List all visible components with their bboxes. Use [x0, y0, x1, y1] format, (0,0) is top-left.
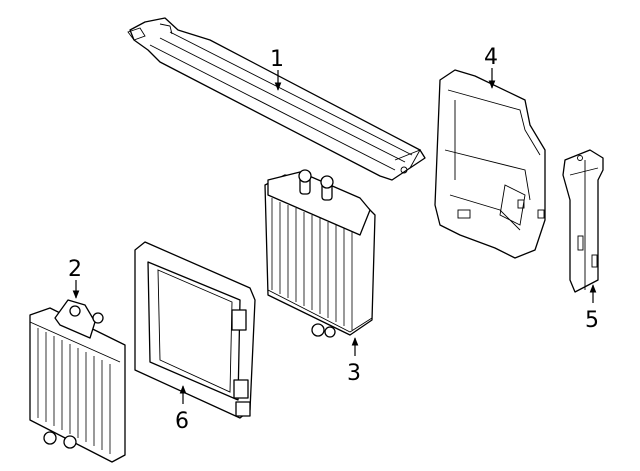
part-1-support-bar [127, 17, 426, 181]
callout-label-6: 6 [175, 409, 189, 434]
part-3-aux-radiator [264, 169, 376, 338]
callout-label-4: 4 [484, 45, 498, 70]
part-6-frame [134, 241, 256, 419]
callout-label-1: 1 [270, 47, 284, 72]
callout-1: 1 [270, 47, 284, 91]
callout-6: 6 [175, 385, 189, 434]
callout-2: 2 [68, 257, 82, 299]
part-5-side-bracket [562, 149, 604, 293]
callout-3: 3 [347, 337, 361, 386]
callout-label-2: 2 [68, 257, 82, 282]
callout-4: 4 [484, 45, 498, 89]
callout-5: 5 [585, 284, 599, 333]
callout-label-5: 5 [585, 308, 599, 333]
part-2-oil-cooler [29, 299, 126, 463]
part-4-air-guide [434, 69, 546, 259]
callout-label-3: 3 [347, 361, 361, 386]
